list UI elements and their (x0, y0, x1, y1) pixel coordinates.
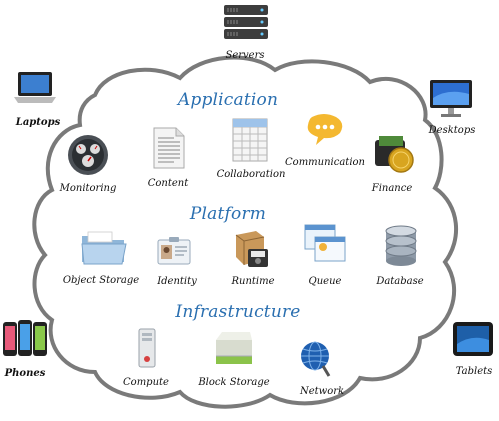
monitoring-label: Monitoring (59, 183, 117, 194)
runtime-label: Runtime (231, 276, 275, 287)
collaboration-label: Collaboration (216, 169, 286, 180)
tablets-label: Tablets (455, 366, 493, 377)
network-globe-icon (301, 341, 331, 377)
folder-icon (81, 231, 127, 265)
compute-icon (138, 328, 156, 368)
infrastructure-title: Infrastructure (175, 302, 301, 322)
queue-label: Queue (308, 276, 342, 287)
network-label: Network (299, 386, 345, 397)
communication-label: Communication (285, 157, 365, 168)
id-card-icon (157, 237, 191, 265)
database-label: Database (376, 276, 424, 287)
communication-icon (307, 114, 343, 145)
content-icon (153, 127, 185, 169)
runtime-icon (235, 231, 268, 267)
collaboration-icon (232, 118, 268, 162)
tablet-icon (453, 322, 493, 356)
server-icon (224, 5, 268, 39)
cloud-outline (32, 55, 459, 409)
block-storage-label: Block Storage (198, 377, 270, 388)
content-label: Content (147, 178, 189, 189)
hard-drive-icon (216, 332, 252, 364)
database-icon (385, 225, 417, 266)
laptop-icon (14, 72, 56, 103)
compute-label: Compute (123, 377, 169, 388)
application-title: Application (177, 90, 279, 110)
platform-title: Platform (189, 204, 267, 224)
phones-icon (3, 320, 47, 356)
laptops-label: Laptops (15, 117, 61, 128)
desktops-label: Desktops (428, 125, 476, 136)
object-storage-label: Object Storage (62, 275, 140, 286)
finance-icon (375, 136, 414, 173)
identity-label: Identity (157, 276, 197, 287)
monitoring-icon (68, 135, 108, 175)
finance-label: Finance (371, 183, 413, 194)
phones-label: Phones (4, 368, 46, 379)
desktop-icon (430, 80, 472, 117)
servers-label: Servers (225, 50, 265, 61)
queue-icon (304, 224, 346, 262)
